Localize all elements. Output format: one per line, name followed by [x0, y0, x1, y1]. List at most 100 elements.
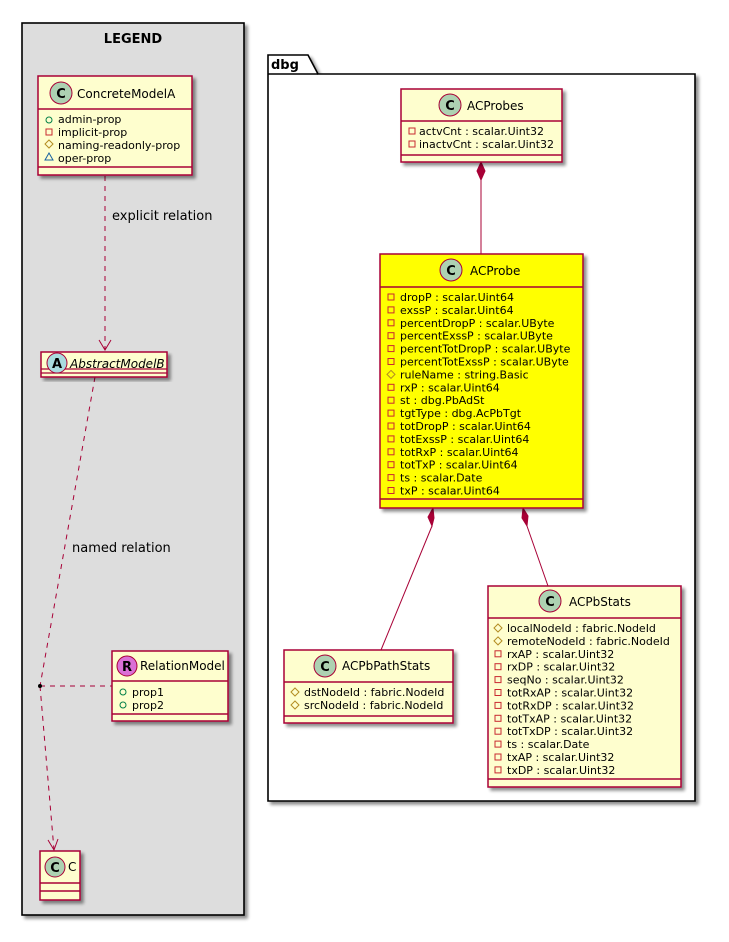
attr: prop1: [132, 686, 164, 699]
private-icon: [387, 293, 395, 301]
named-relation-edge-upper: [39, 376, 96, 687]
private-icon: [387, 435, 395, 443]
attr: admin-prop: [58, 113, 121, 126]
named-relation-label: named relation: [72, 541, 171, 556]
private-icon: [494, 766, 502, 774]
private-icon: [387, 358, 395, 365]
private-icon: [494, 650, 502, 658]
attr: exssP : scalar.Uint64: [400, 304, 514, 317]
private-icon: [387, 345, 395, 353]
legend-title: LEGEND: [104, 32, 163, 47]
private-icon: [387, 448, 395, 456]
explicit-relation-arrowhead: [98, 339, 112, 351]
class-abstractmodelb: A AbstractModelB: [40, 351, 168, 378]
attr: oper-prop: [58, 152, 111, 165]
class-stereotype-letter: C: [446, 264, 456, 279]
attr: totTxAP : scalar.Uint32: [507, 712, 632, 725]
attr: percentTotExssP : scalar.UByte: [400, 356, 569, 369]
private-icon: [45, 128, 53, 136]
attr: totTxP : scalar.Uint64: [400, 459, 518, 472]
protected-icon: [493, 623, 503, 633]
protected-icon: [44, 139, 54, 149]
attr: prop2: [132, 699, 164, 712]
class-acprobes: C ACProbes actvCnt : scalar.Uint32 inact…: [400, 88, 563, 163]
attr: rxP : scalar.Uint64: [400, 381, 500, 394]
class-name: ConcreteModelA: [77, 87, 176, 101]
class-stereotype-icon: [49, 81, 73, 105]
class-name: ACPbStats: [569, 595, 631, 609]
private-icon: [494, 727, 502, 735]
class-concretemodela: C ConcreteModelA admin-prop implicit-pro…: [37, 75, 193, 176]
attr: st : dbg.PbAdSt: [400, 394, 485, 407]
composition-edge: [380, 525, 433, 651]
class-stereotype-letter: C: [445, 99, 455, 114]
private-icon: [494, 753, 502, 761]
private-icon: [494, 689, 502, 696]
explicit-relation-label: explicit relation: [112, 209, 212, 224]
private-icon: [408, 127, 416, 135]
class-stereotype-icon: [44, 856, 66, 878]
class-name: C: [68, 860, 76, 874]
attr: implicit-prop: [58, 126, 127, 139]
protected-icon: [290, 687, 300, 697]
private-icon: [387, 396, 395, 404]
protected-icon: [493, 636, 503, 646]
class-stereotype-letter: C: [320, 660, 330, 675]
attr: naming-readonly-prop: [58, 139, 180, 152]
public-icon: [119, 701, 127, 709]
private-icon: [387, 319, 395, 327]
class-stereotype-letter: C: [56, 87, 66, 102]
class-name: RelationModel: [140, 659, 225, 673]
attr: totTxDP : scalar.Uint32: [507, 725, 633, 738]
attr: txDP : scalar.Uint32: [507, 764, 615, 777]
attr: inactvCnt : scalar.Uint32: [419, 138, 554, 151]
attr: totDropP : scalar.Uint64: [400, 420, 531, 433]
attr: totRxAP : scalar.Uint32: [507, 687, 633, 700]
composition-diamond: [476, 160, 486, 182]
class-stereotype-icon: [439, 258, 463, 282]
private-icon: [387, 332, 395, 340]
private-icon: [494, 714, 502, 722]
attr: percentExssP : scalar.UByte: [400, 330, 553, 343]
class-relationmodel: R RelationModel prop1 prop2: [111, 650, 229, 722]
private-icon: [494, 740, 502, 748]
class-acpbpathstats: C ACPbPathStats dstNodeId : fabric.NodeI…: [283, 649, 454, 724]
attr: ts : scalar.Date: [507, 738, 590, 751]
composition-diamond: [427, 506, 435, 528]
private-icon: [387, 474, 395, 482]
private-icon: [387, 383, 395, 391]
legend-edges: explicit relation named relation: [38, 176, 212, 852]
abstract-stereotype-icon: [46, 352, 68, 374]
class-name: AbstractModelB: [69, 357, 165, 371]
attr: totExssP : scalar.Uint64: [400, 433, 529, 446]
package-edges: [380, 160, 549, 651]
class-stereotype-icon: [438, 93, 462, 117]
attr: actvCnt : scalar.Uint32: [419, 125, 544, 138]
private-icon: [387, 409, 395, 417]
attr: totRxP : scalar.Uint64: [400, 446, 519, 459]
public-icon: [119, 688, 127, 696]
attr: remoteNodeId : fabric.NodeId: [507, 635, 670, 648]
class-stereotype-icon: [313, 654, 337, 678]
public-icon: [45, 116, 53, 124]
named-relation-edge-lower: [39, 685, 55, 851]
class-c: C C: [39, 850, 81, 901]
class-name: ACProbes: [467, 99, 524, 113]
private-icon: [387, 422, 395, 430]
private-icon: [494, 676, 502, 684]
private-icon: [387, 487, 395, 494]
relation-stereotype-icon: [116, 655, 138, 677]
attr: srcNodeId : fabric.NodeId: [304, 699, 443, 712]
composition-edge: [526, 525, 549, 587]
attr: dropP : scalar.Uint64: [400, 291, 514, 304]
private-icon: [387, 461, 395, 469]
attr: tgtType : dbg.AcPbTgt: [400, 407, 522, 420]
named-relation-arrowhead: [47, 838, 59, 852]
class-acpbstats: C ACPbStats localNodeId : fabric.NodeIdr…: [487, 585, 682, 788]
package-icon: [44, 151, 54, 161]
attr: seqNo : scalar.Uint32: [507, 674, 624, 687]
class-stereotype-icon: [538, 589, 562, 613]
private-icon: [408, 140, 416, 148]
